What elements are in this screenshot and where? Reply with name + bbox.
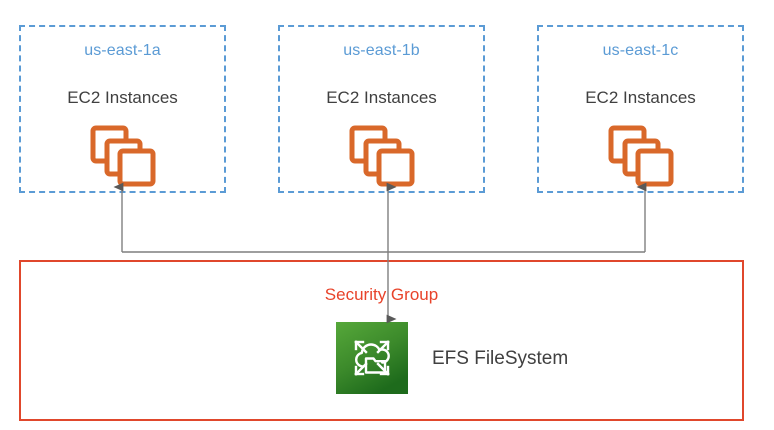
efs-filesystem-node[interactable]: EFS FileSystem: [336, 322, 568, 394]
ec2-instances-label: EC2 Instances: [585, 88, 696, 107]
ec2-instances-icon[interactable]: [90, 125, 156, 187]
availability-zone-us-east-1a[interactable]: us-east-1a EC2 Instances: [19, 25, 226, 193]
availability-zone-label: us-east-1a: [84, 42, 161, 59]
efs-filesystem-icon[interactable]: [336, 322, 408, 394]
availability-zone-us-east-1b[interactable]: us-east-1b EC2 Instances: [278, 25, 485, 193]
security-group-label: Security Group: [324, 285, 439, 304]
availability-zone-label: us-east-1c: [602, 42, 679, 59]
ec2-instances-label: EC2 Instances: [67, 88, 178, 107]
ec2-instances-label: EC2 Instances: [326, 88, 437, 107]
availability-zone-us-east-1c[interactable]: us-east-1c EC2 Instances: [537, 25, 744, 193]
availability-zone-label: us-east-1b: [343, 42, 420, 59]
ec2-instances-icon[interactable]: [349, 125, 415, 187]
efs-filesystem-label: EFS FileSystem: [432, 347, 569, 369]
security-group-boundary[interactable]: Security Group: [19, 260, 744, 421]
ec2-instances-icon[interactable]: [608, 125, 674, 187]
